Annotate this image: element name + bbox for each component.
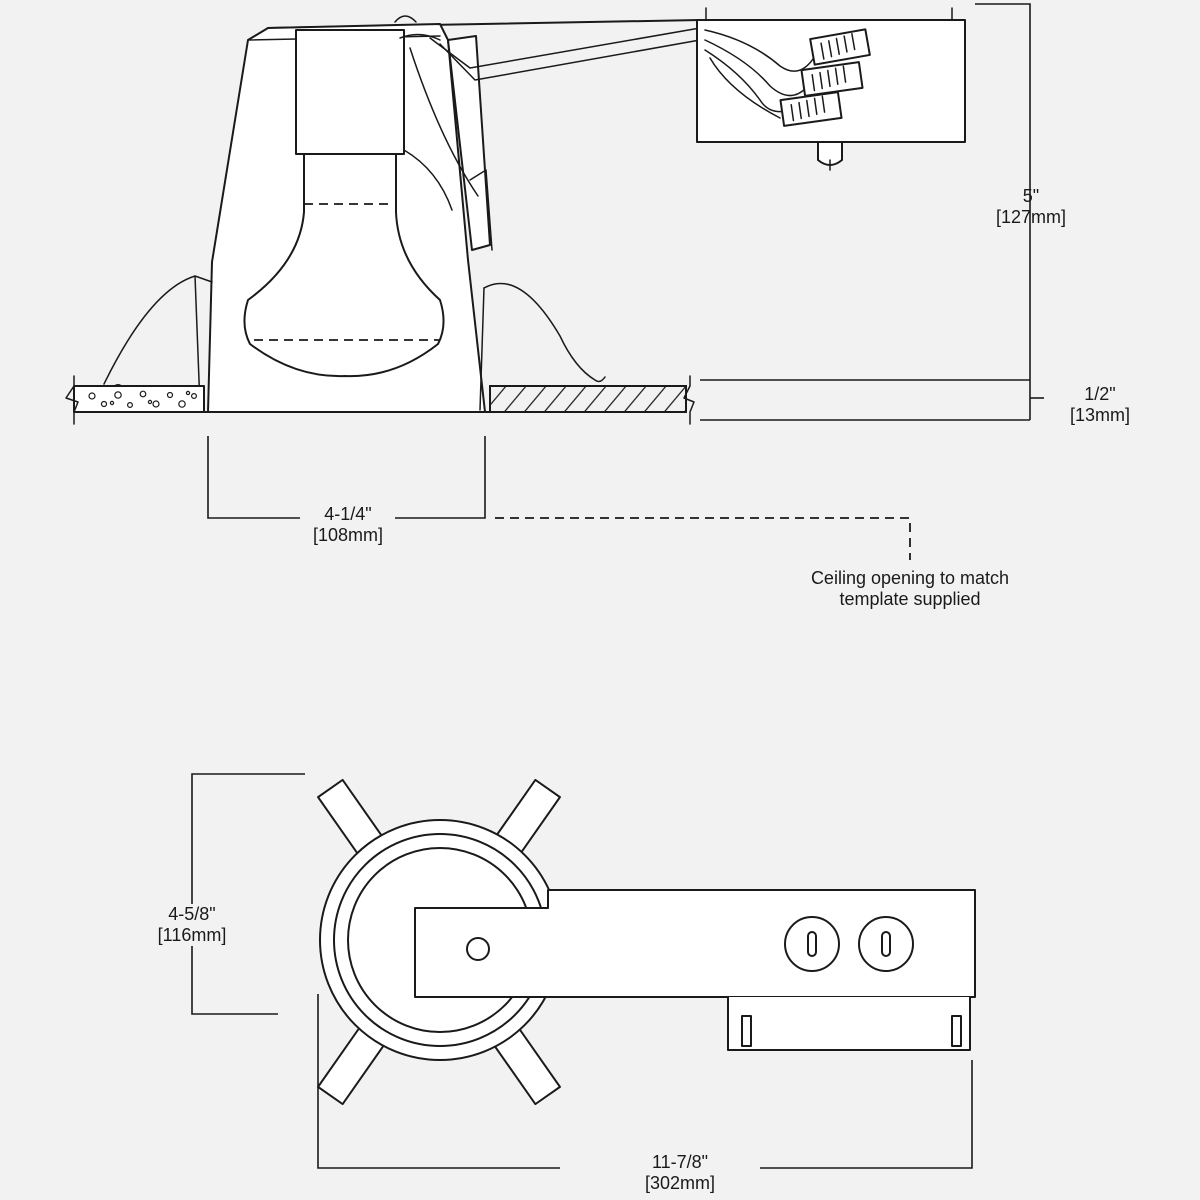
spring-clip-right (483, 282, 606, 383)
opening-width-dimension (207, 436, 911, 560)
frame-length-metric: [302mm] (644, 1173, 716, 1193)
opening-metric: [108mm] (312, 525, 384, 545)
thickness-imperial: 1/2" (1084, 384, 1116, 404)
socket (295, 29, 405, 155)
connector (809, 28, 871, 66)
lamp (243, 153, 445, 378)
frame-length-label: 11-7/8" [302mm] (600, 1152, 760, 1194)
drywall-right (489, 385, 687, 413)
frame-length-imperial: 11-7/8" (651, 1152, 709, 1172)
side-view (65, 3, 1044, 560)
thickness-metric: [13mm] (1069, 405, 1130, 425)
box-below (727, 997, 971, 1051)
height-imperial: 5" (1022, 186, 1040, 206)
frame-width-metric: [116mm] (157, 925, 227, 945)
ceiling-opening-note: Ceiling opening to match template suppli… (760, 568, 1060, 610)
frame-width-dimension (191, 773, 305, 1015)
bracket (447, 35, 491, 251)
knockout (858, 916, 914, 972)
height-dimension (700, 3, 1044, 421)
spring-clip-left (103, 275, 213, 407)
opening-width-label: 4-1/4" [108mm] (288, 504, 408, 546)
mounting-tab (317, 778, 561, 1106)
frame-width-imperial: 4-5/8" (168, 904, 216, 924)
height-label: 5" [127mm] (976, 186, 1086, 228)
note-line-1: Ceiling opening to match (810, 568, 1010, 588)
ceiling-thickness-label: 1/2" [13mm] (1052, 384, 1148, 426)
plan-view (191, 773, 976, 1169)
note-line-2: template supplied (839, 589, 981, 609)
opening-imperial: 4-1/4" (324, 504, 372, 524)
frame-width-label: 4-5/8" [116mm] (136, 904, 248, 946)
junction-plate (414, 889, 976, 998)
height-metric: [127mm] (995, 207, 1067, 227)
connector (779, 91, 843, 127)
knockout (784, 916, 840, 972)
frame-length-dimension (317, 994, 973, 1169)
